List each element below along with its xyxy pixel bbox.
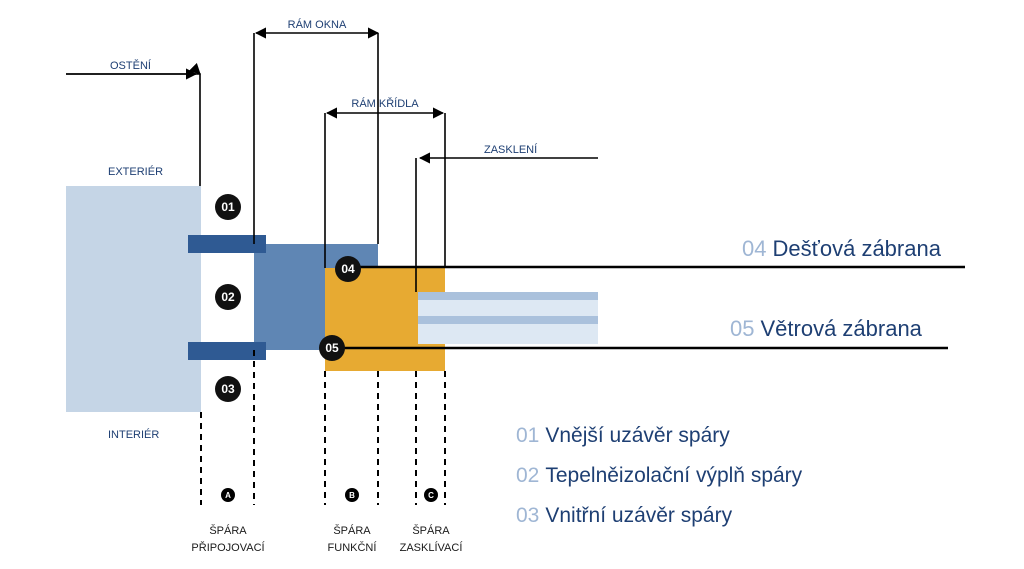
- joint-b-label-1: ŠPÁRA: [333, 524, 371, 537]
- label-zaskleni: ZASKLENÍ: [484, 143, 538, 156]
- svg-text:A: A: [225, 491, 231, 500]
- svg-text:05: 05: [325, 341, 339, 355]
- svg-text:02: 02: [221, 290, 235, 304]
- badge-02: 02: [215, 284, 241, 310]
- joint-c-label-1: ŠPÁRA: [412, 524, 450, 537]
- glazing: [418, 292, 598, 344]
- badge-04: 04: [335, 256, 361, 282]
- svg-text:01: 01: [221, 200, 235, 214]
- inner-seal: [188, 342, 266, 360]
- label-ram-okna: RÁM OKNA: [288, 18, 347, 31]
- svg-text:04: 04: [341, 262, 355, 276]
- badge-03: 03: [215, 376, 241, 402]
- svg-text:B: B: [349, 491, 355, 500]
- label-ram-kridla: RÁM KŘÍDLA: [351, 97, 419, 110]
- badge-01: 01: [215, 194, 241, 220]
- label-interier: INTERIÉR: [108, 428, 159, 441]
- wall-block: [66, 186, 201, 412]
- label-osteni: OSTĚNÍ: [110, 59, 152, 72]
- joint-a-marker: A: [221, 488, 235, 502]
- joint-c-marker: C: [424, 488, 438, 502]
- badge-05: 05: [319, 335, 345, 361]
- outer-seal: [188, 235, 266, 253]
- joint-a-label-2: PŘIPOJOVACÍ: [191, 541, 265, 554]
- svg-text:C: C: [428, 491, 434, 500]
- joint-a-label-1: ŠPÁRA: [209, 524, 247, 537]
- label-exterier: EXTERIÉR: [108, 165, 163, 178]
- joint-c-label-2: ZASKLÍVACÍ: [400, 541, 464, 554]
- joint-b-marker: B: [345, 488, 359, 502]
- joint-b-label-2: FUNKČNÍ: [328, 541, 378, 554]
- svg-text:03: 03: [221, 382, 235, 396]
